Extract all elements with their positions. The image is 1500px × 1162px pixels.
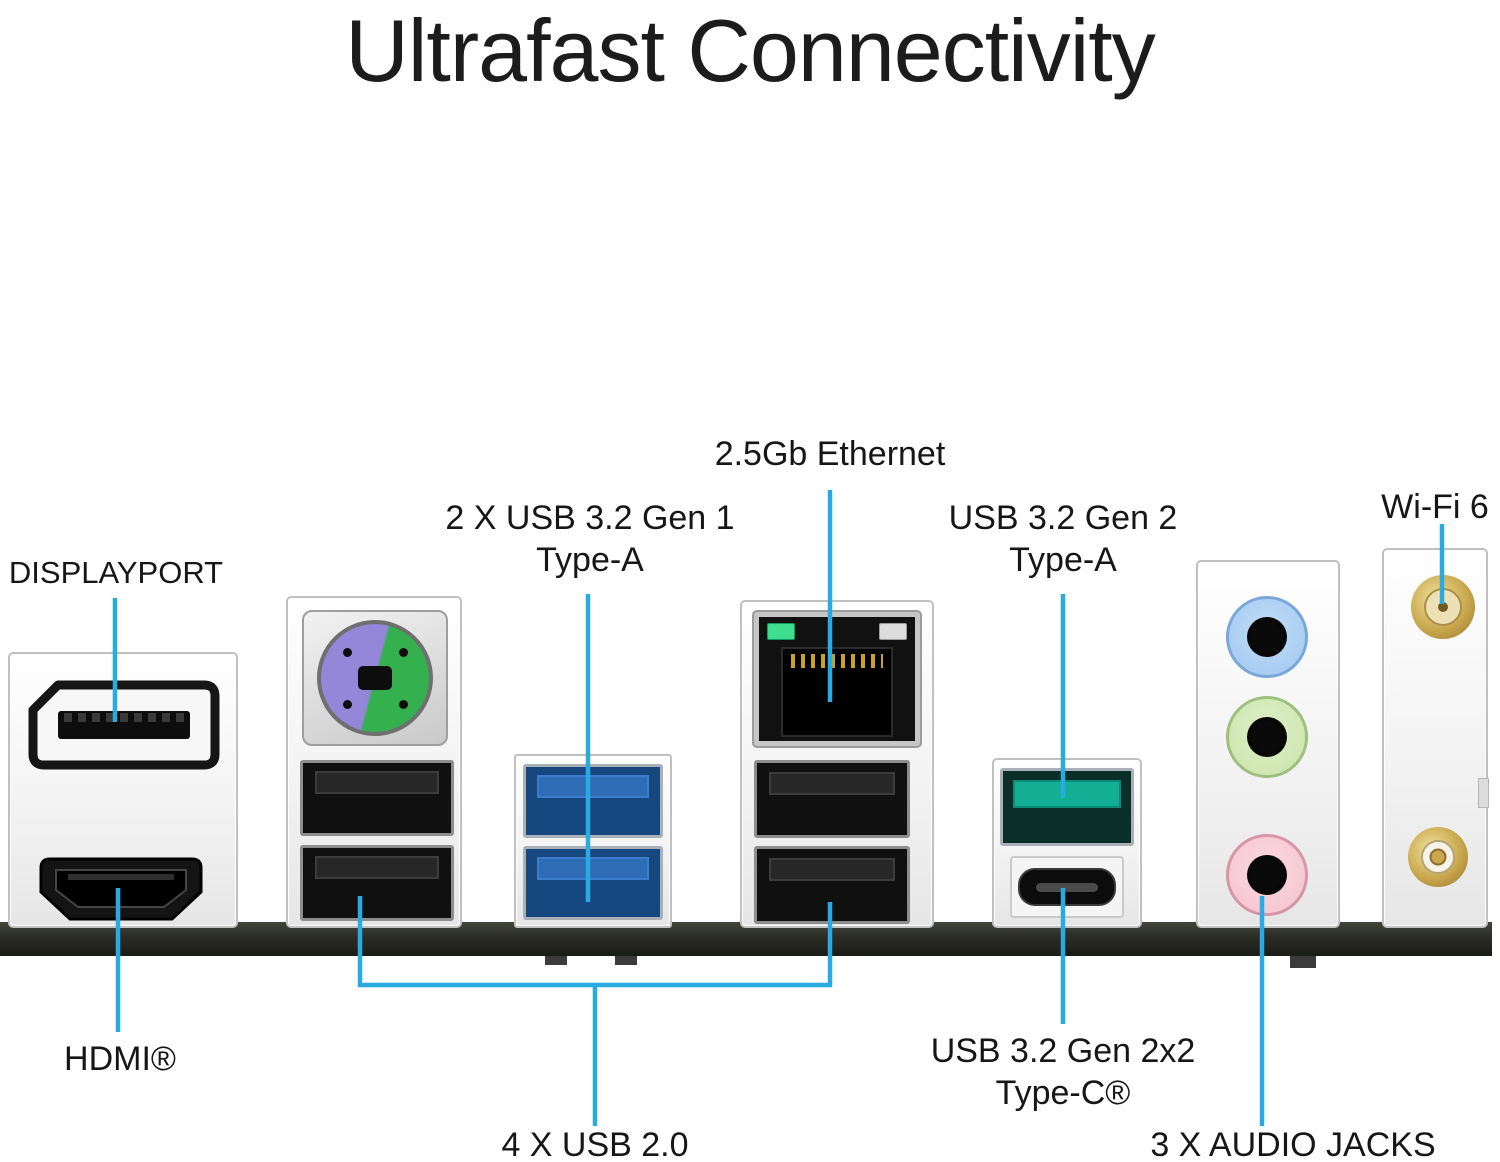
wifi-antenna-connector-top xyxy=(1411,575,1475,639)
lan-gold-pins xyxy=(791,654,883,668)
callout-usb32-gen2x2-line1: USB 3.2 Gen 2x2 xyxy=(930,1032,1196,1070)
callout-usb32-gen2: USB 3.2 Gen 2 Type-A xyxy=(930,497,1196,581)
usb32-gen2-typea-port xyxy=(1000,768,1134,846)
lan-led-left xyxy=(767,623,795,640)
ps2-combo-port xyxy=(317,620,433,736)
io-bracket-ps2-usb xyxy=(286,596,462,928)
usb3-gen1-port xyxy=(523,846,663,920)
callout-usb32-gen2x2-line2: Type-C® xyxy=(995,1074,1131,1112)
io-bracket-lan xyxy=(740,600,934,928)
callout-ethernet: 2.5Gb Ethernet xyxy=(714,435,946,473)
usb-c-tongue xyxy=(1036,882,1098,892)
ps2-pin xyxy=(343,648,352,657)
bracket-notch xyxy=(1478,778,1489,808)
usb2-port xyxy=(300,760,454,836)
usb3-gen1-port xyxy=(523,764,663,838)
usb2-port xyxy=(300,845,454,921)
audio-jack-mic xyxy=(1226,834,1308,916)
usb-c-port xyxy=(1010,856,1124,918)
usb2-port xyxy=(754,846,910,924)
usb-c-opening xyxy=(1018,868,1116,906)
ps2-key-slot xyxy=(358,666,392,690)
figure-title: Ultrafast Connectivity xyxy=(345,1,1155,100)
lan-opening xyxy=(781,647,893,737)
io-bracket-wifi xyxy=(1382,548,1489,928)
usb3-housing xyxy=(514,754,672,928)
audio-jack-line-out xyxy=(1226,696,1308,778)
ps2-pin xyxy=(399,648,408,657)
callout-usb32-gen1: 2 X USB 3.2 Gen 1 Type-A xyxy=(438,497,742,581)
solder-tab xyxy=(545,956,567,965)
solder-tab xyxy=(615,956,637,965)
io-bracket-usb-gen2 xyxy=(992,758,1142,928)
displayport-port xyxy=(28,680,220,770)
callout-usb32-gen2-line1: USB 3.2 Gen 2 xyxy=(948,499,1178,537)
ps2-housing xyxy=(302,610,448,746)
ps2-pin xyxy=(343,700,352,709)
callout-usb32-gen1-line2: Type-A xyxy=(536,541,644,579)
audio-jack-line-in xyxy=(1226,596,1308,678)
io-bracket-audio xyxy=(1196,560,1340,928)
io-bracket-video xyxy=(8,652,238,928)
callout-usb32-gen1-line1: 2 X USB 3.2 Gen 1 xyxy=(445,499,735,537)
callout-usb32-gen2-line2: Type-A xyxy=(1009,541,1117,579)
callout-wifi: Wi-Fi 6 xyxy=(1381,488,1489,526)
callout-usb32-gen2x2: USB 3.2 Gen 2x2 Type-C® xyxy=(900,1030,1226,1114)
callout-displayport: DISPLAYPORT xyxy=(8,555,224,590)
hdmi-port xyxy=(39,857,203,921)
wifi-antenna-connector-bottom xyxy=(1408,827,1468,887)
ethernet-port xyxy=(754,612,920,746)
usb2-port xyxy=(754,760,910,838)
ps2-pin xyxy=(399,700,408,709)
callout-usb20: 4 X USB 2.0 xyxy=(501,1126,689,1162)
solder-tab xyxy=(1290,956,1316,968)
callout-hdmi: HDMI® xyxy=(64,1040,176,1078)
callout-audio: 3 X AUDIO JACKS xyxy=(1150,1126,1436,1162)
lan-led-right xyxy=(879,623,907,640)
